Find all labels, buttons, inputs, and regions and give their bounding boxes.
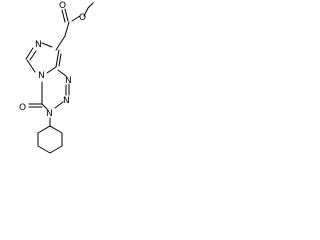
carbonyl-bond-1 (61, 9, 66, 23)
oxo-oxygen: O (19, 103, 26, 113)
cyclohexane-ring (37, 125, 63, 154)
triazine-bond-b (57, 69, 67, 77)
imidazole-bond-e (55, 49, 60, 68)
triazine-bond-e (41, 103, 48, 110)
triazine-nitrogen-3: N (46, 109, 53, 119)
triazine-bond-a (46, 66, 57, 74)
ester-oxygen: O (79, 13, 86, 23)
ester-o-bond (71, 15, 81, 22)
triazine-nitrogen-2: N (63, 96, 70, 106)
ethyl-bond-1 (83, 7, 89, 17)
imidazole-bond-e2 (58, 53, 62, 67)
imidazole-bond-c2 (29, 50, 37, 61)
imidazole-bond-a (55, 35, 66, 51)
imidazole-bond-b (41, 42, 53, 48)
imidazole-nitrogen: N (35, 40, 42, 50)
cyclohexyl-group (37, 117, 63, 154)
triazinone-ring: N N N O (19, 66, 72, 119)
bridge-nitrogen: N (38, 71, 45, 81)
triazine-nitrogen-1: N (65, 76, 72, 86)
triazine-bond-d (54, 101, 64, 109)
ethyl-ester-group: O O (59, 1, 94, 37)
imidazole-ring: N N (25, 35, 66, 81)
carbonyl-bond-2 (64, 8, 69, 22)
carbonyl-oxygen: O (59, 1, 66, 11)
molecule-structure: O O N N N N N O (19, 1, 94, 154)
ester-bond (64, 21, 70, 37)
imidazole-bond-d (26, 59, 36, 73)
imidazole-bond-c (25, 47, 34, 60)
ethyl-bond-2 (87, 2, 94, 9)
